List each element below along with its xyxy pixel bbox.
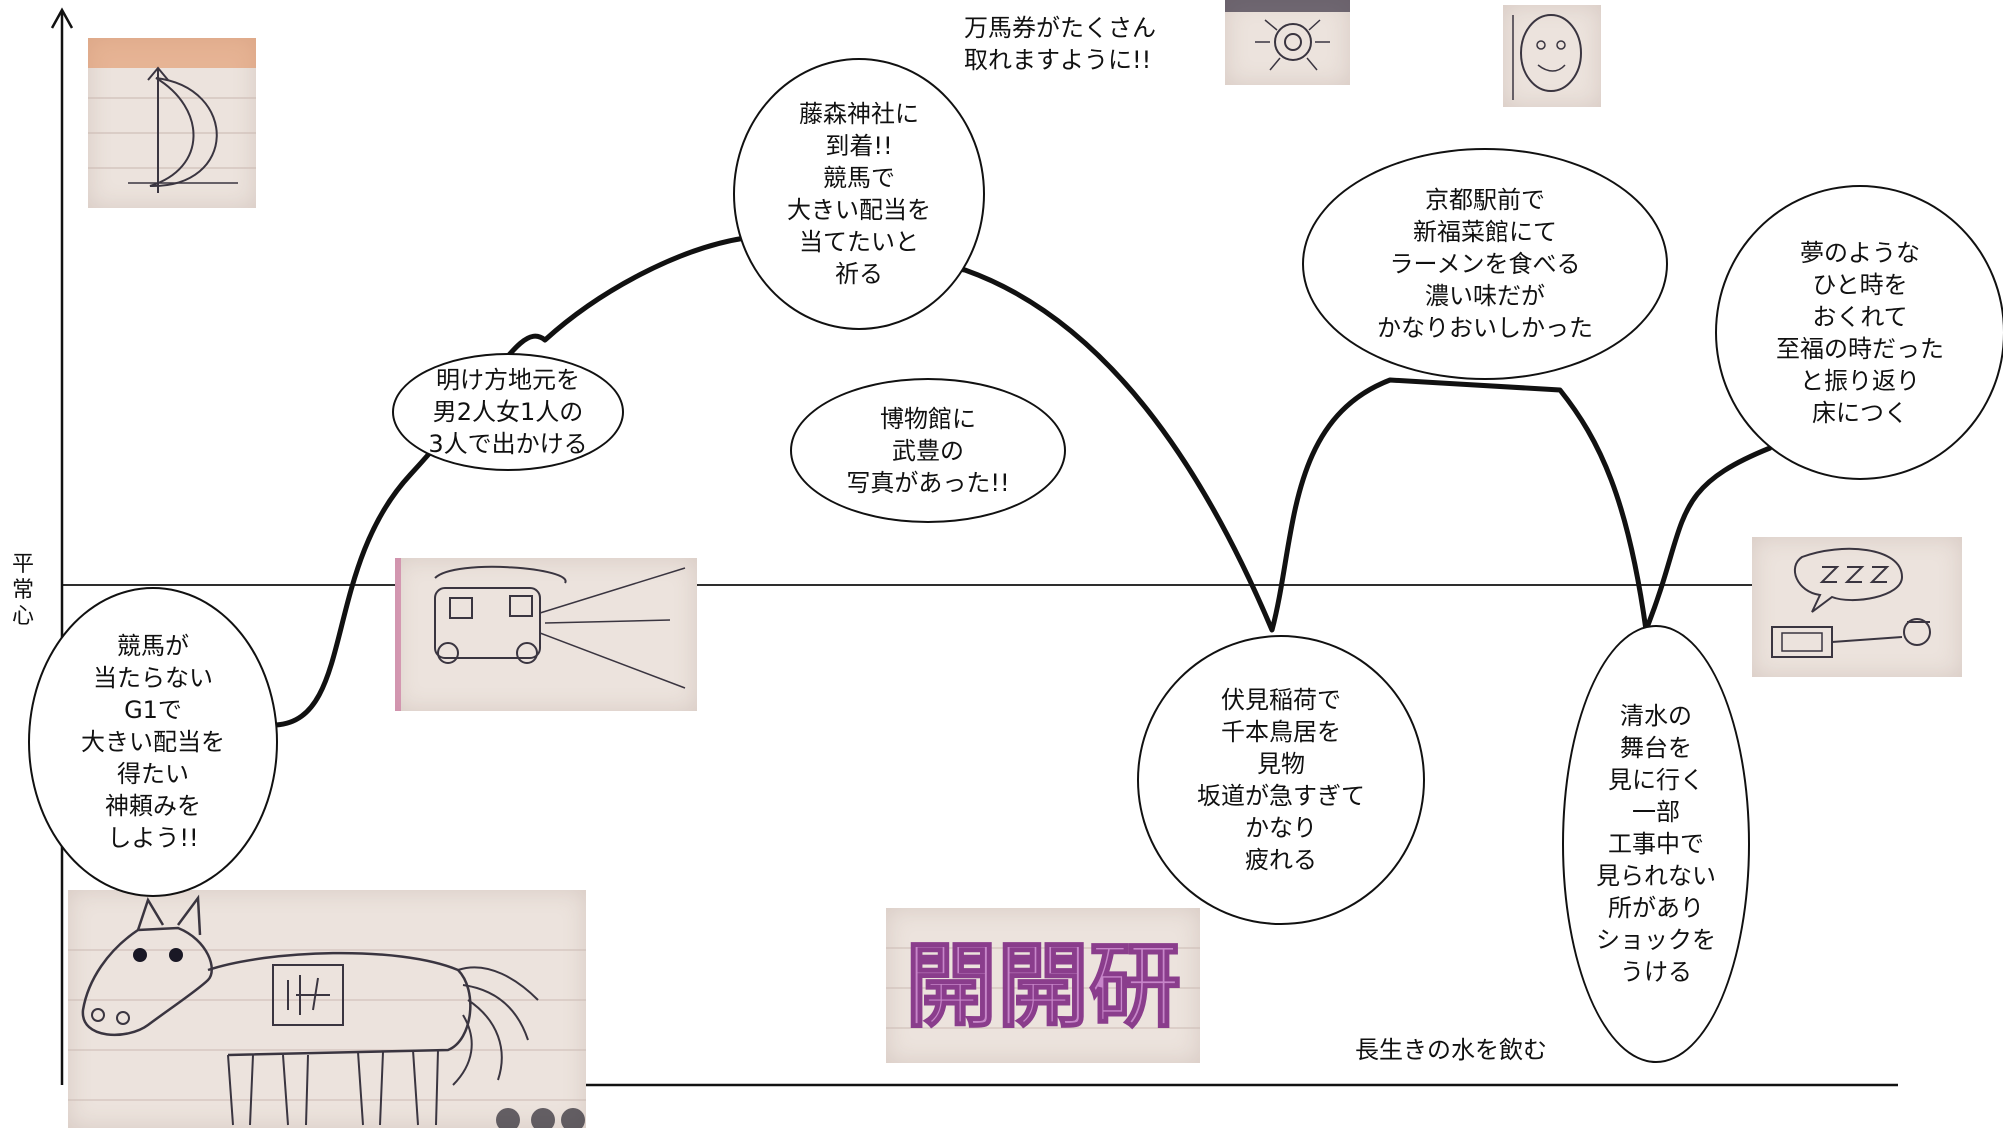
y-axis-label: 平常心 (11, 552, 34, 629)
bubble-dawn: 明け方地元を 男2人女1人の 3人で出かける (392, 353, 624, 471)
bubble-fushimi: 伏見稲荷で 千本鳥居を 見物 坂道が急すぎて かなり 疲れる (1137, 635, 1425, 925)
bubble-keiba: 競馬が 当たらない G1で 大きい配当を 得たい 神頼みを しよう!! (28, 587, 278, 897)
bubble-museum-text: 博物館に 武豊の 写真があった!! (846, 404, 1010, 497)
face-sketch (1512, 14, 1582, 100)
y-axis-arrow (50, 7, 74, 29)
sun-sketch-photo (1225, 0, 1350, 85)
bubble-fujinomori: 藤森神社に 到着!! 競馬で 大きい配当を 当てたいと 祈る (733, 58, 985, 330)
emotion-curve (273, 235, 1773, 728)
bubble-dawn-text: 明け方地元を 男2人女1人の 3人で出かける (428, 366, 588, 458)
bubble-kyoto-ramen-text: 京都駅前で 新福菜館にて ラーメンを食べる 濃い味だが かなりおいしかった (1377, 186, 1593, 342)
car-sketch (395, 558, 686, 711)
bubble-dream-text: 夢のような ひと時を おくれて 至福の時だった と振り返り 床につく (1776, 238, 1944, 427)
bubble-keiba-text: 競馬が 当たらない G1で 大きい配当を 得たい 神頼みを しよう!! (81, 632, 225, 852)
kaikaike-sketch: 開開研 (886, 932, 1200, 1041)
moon-sketch (88, 38, 256, 193)
bubble-fushimi-text: 伏見稲荷で 千本鳥居を 見物 坂道が急すぎて かなり 疲れる (1197, 686, 1365, 874)
moon-sketch-photo (88, 38, 256, 208)
bubble-kiyomizu: 清水の 舞台を 見に行く 一部 工事中で 見られない 所があり ショックを うけ… (1562, 625, 1750, 1063)
bubble-fujinomori-text: 藤森神社に 到着!! 競馬で 大きい配当を 当てたいと 祈る (787, 100, 931, 288)
kaikaike-kanji: 開開研 (905, 933, 1181, 1040)
kaikaike-sketch-photo: 開開研 (886, 908, 1200, 1063)
bubble-kyoto-ramen: 京都駅前で 新福菜館にて ラーメンを食べる 濃い味だが かなりおいしかった (1302, 148, 1668, 380)
bubble-kiyomizu-text: 清水の 舞台を 見に行く 一部 工事中で 見られない 所があり ショックを うけ… (1596, 702, 1716, 986)
mabaken-annotation: 万馬券がたくさん 取れますように!! (964, 14, 1156, 74)
sleep-sketch-photo (1752, 537, 1962, 677)
water-annotation: 長生きの水を飲む (1355, 1036, 1547, 1064)
car-sketch-photo (395, 558, 697, 711)
face-sketch-photo (1503, 5, 1601, 107)
bubble-dream: 夢のような ひと時を おくれて 至福の時だった と振り返り 床につく (1715, 185, 2003, 480)
horse-sketch (68, 894, 586, 1128)
sleeping-person-sketch (1771, 547, 1931, 658)
horse-sketch-photo (68, 890, 586, 1128)
sun-sketch (1225, 0, 1350, 71)
bubble-museum: 博物館に 武豊の 写真があった!! (790, 378, 1066, 523)
